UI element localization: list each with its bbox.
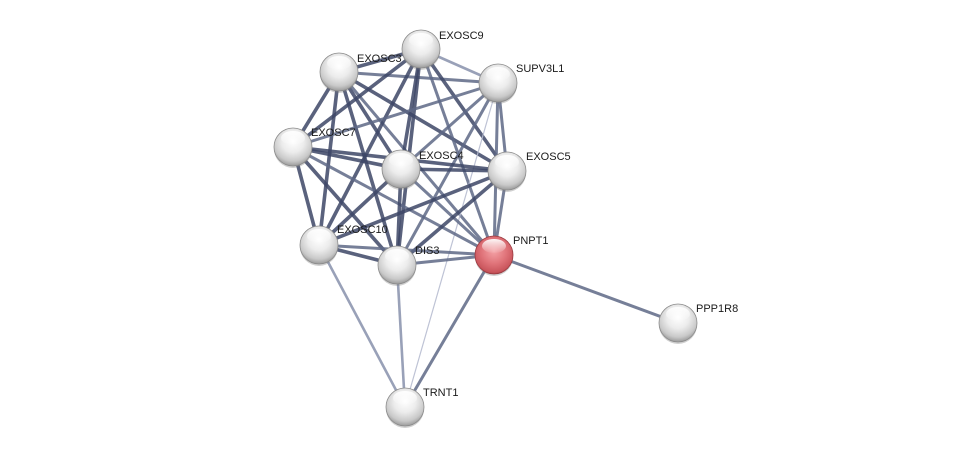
node-exosc10[interactable] bbox=[299, 225, 339, 266]
sphere-highlight bbox=[666, 307, 690, 321]
edge-exosc9-exosc10[interactable] bbox=[317, 47, 423, 247]
sphere-highlight bbox=[281, 131, 305, 145]
sphere-highlight bbox=[307, 229, 331, 243]
node-exosc7[interactable] bbox=[273, 127, 313, 168]
sphere-highlight bbox=[393, 391, 417, 405]
node-label-pnpt1: PNPT1 bbox=[513, 235, 548, 247]
edge-pnpt1-ppp1r8[interactable] bbox=[492, 253, 680, 325]
node-ppp1r8[interactable] bbox=[658, 303, 698, 344]
node-label-exosc7: EXOSC7 bbox=[311, 127, 356, 139]
node-exosc3[interactable] bbox=[319, 52, 359, 93]
edge-supv3l1-dis3[interactable] bbox=[395, 81, 500, 267]
node-exosc4[interactable] bbox=[381, 149, 421, 190]
node-label-exosc10: EXOSC10 bbox=[337, 224, 388, 236]
sphere-highlight bbox=[482, 239, 506, 253]
node-trnt1[interactable] bbox=[385, 387, 425, 428]
node-exosc5[interactable] bbox=[487, 151, 527, 192]
edge-exosc7-dis3[interactable] bbox=[291, 145, 399, 267]
node-supv3l1[interactable] bbox=[478, 63, 518, 104]
sphere-highlight bbox=[409, 33, 433, 47]
node-label-ppp1r8: PPP1R8 bbox=[696, 303, 738, 315]
edge-supv3l1-trnt1[interactable] bbox=[404, 82, 499, 408]
sphere-highlight bbox=[495, 155, 519, 169]
sphere-highlight bbox=[389, 153, 413, 167]
edge-pnpt1-trnt1[interactable] bbox=[403, 253, 496, 409]
edge-exosc9-pnpt1[interactable] bbox=[419, 47, 496, 257]
edge-exosc4-pnpt1[interactable] bbox=[399, 167, 496, 257]
edge-exosc3-exosc10[interactable] bbox=[317, 70, 341, 247]
node-dis3[interactable] bbox=[377, 245, 417, 286]
node-label-exosc5: EXOSC5 bbox=[526, 151, 571, 163]
edge-dis3-trnt1[interactable] bbox=[395, 263, 407, 409]
edge-supv3l1-exosc7[interactable] bbox=[291, 81, 500, 149]
sphere-highlight bbox=[385, 249, 409, 263]
edge-exosc9-exosc7[interactable] bbox=[291, 47, 423, 149]
sphere-highlight bbox=[327, 56, 351, 70]
node-label-trnt1: TRNT1 bbox=[423, 387, 458, 399]
sphere-highlight bbox=[486, 67, 510, 81]
edge-exosc10-trnt1[interactable] bbox=[317, 243, 407, 409]
edge-exosc7-pnpt1[interactable] bbox=[291, 145, 496, 257]
node-label-exosc4: EXOSC4 bbox=[419, 150, 464, 162]
node-label-dis3: DIS3 bbox=[415, 245, 439, 257]
nodes-layer bbox=[273, 52, 698, 428]
node-label-exosc9: EXOSC9 bbox=[439, 30, 484, 42]
node-label-exosc3: EXOSC3 bbox=[357, 53, 402, 65]
node-pnpt1[interactable] bbox=[474, 235, 514, 276]
edge-supv3l1-exosc4[interactable] bbox=[399, 81, 500, 171]
edge-exosc9-exosc5[interactable] bbox=[419, 47, 509, 173]
node-exosc9[interactable] bbox=[401, 29, 441, 70]
node-label-supv3l1: SUPV3L1 bbox=[516, 63, 564, 75]
edge-exosc5-exosc10[interactable] bbox=[317, 169, 509, 247]
